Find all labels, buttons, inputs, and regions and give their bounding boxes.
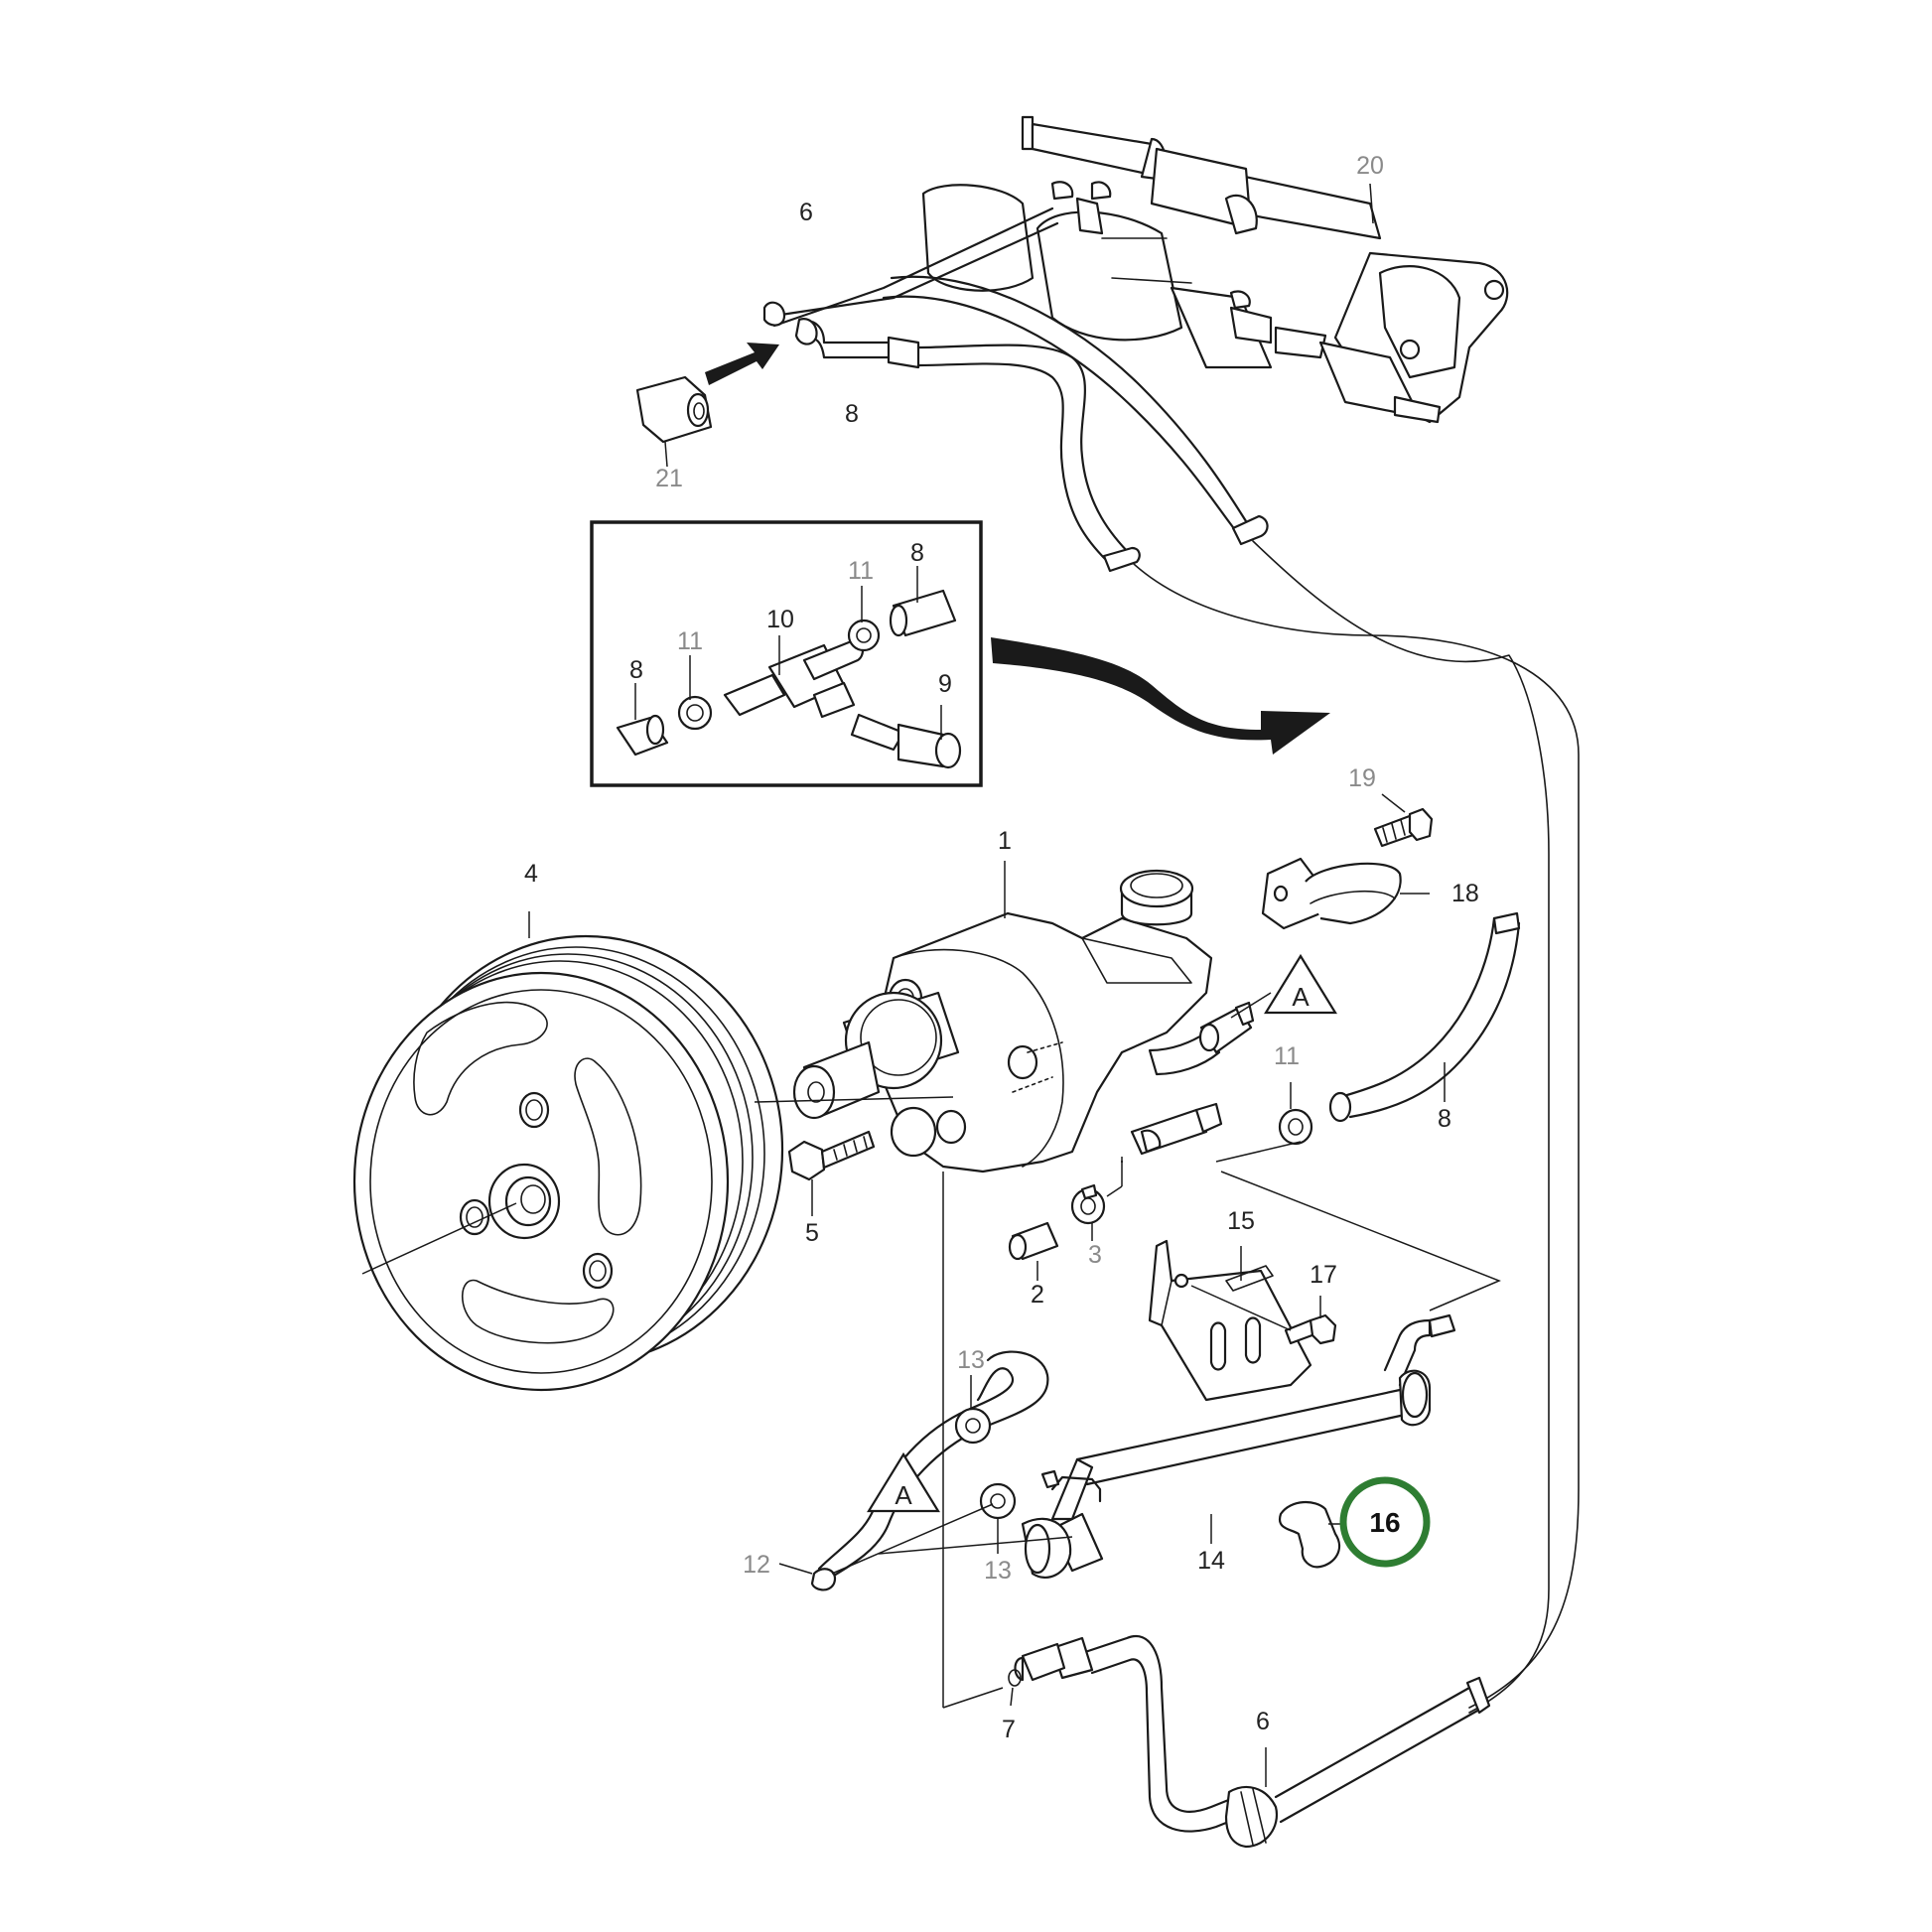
callout-10: 10 [766, 606, 794, 633]
callout-7: 7 [1002, 1716, 1016, 1743]
bolt-17 [1190, 1285, 1337, 1345]
callout-18: 18 [1451, 880, 1479, 907]
return-line-long-inner [1252, 540, 1550, 1714]
marker-a-right-label: A [1292, 982, 1310, 1012]
callout-6-top: 6 [799, 199, 813, 226]
callout-4: 4 [524, 860, 538, 888]
hose-16 [1278, 1501, 1341, 1569]
callout-3: 3 [1088, 1241, 1102, 1269]
hose-8-right [1328, 911, 1521, 1123]
marker-a-left [867, 1451, 940, 1513]
callout-13-bottom: 13 [984, 1557, 1012, 1585]
clamp-13-top [954, 1375, 992, 1445]
callout-9: 9 [938, 670, 952, 698]
callout-11-inset-right: 11 [848, 557, 874, 585]
pipe-14 [1021, 1313, 1456, 1580]
marker-a-right [1230, 953, 1337, 1019]
callout-15: 15 [1227, 1207, 1255, 1235]
callout-16: 16 [1369, 1507, 1400, 1538]
pump-outlet-bolt [942, 1157, 1124, 1709]
marker-a-left-label: A [895, 1480, 912, 1510]
callout-6-bottom: 6 [1256, 1708, 1270, 1735]
connector-2 [1008, 1221, 1059, 1281]
callout-5: 5 [805, 1219, 819, 1247]
big-arrow-icon [991, 637, 1330, 755]
callout-8-right: 8 [1438, 1105, 1451, 1133]
callout-11-pump: 11 [1274, 1042, 1300, 1070]
pressure-pipe-bottom [1008, 1635, 1491, 1849]
callout-11-inset-left: 11 [677, 627, 703, 655]
return-line-long [1133, 563, 1580, 1709]
clamp-11-pump [1278, 1082, 1313, 1146]
callout-1: 1 [998, 827, 1012, 855]
callout-12: 12 [743, 1551, 770, 1579]
pulley-4 [352, 911, 784, 1392]
clamp-3 [1070, 1183, 1106, 1241]
callout-2: 2 [1031, 1281, 1044, 1309]
bolt-19 [1373, 793, 1434, 848]
guide-line-right [1215, 1141, 1501, 1311]
steering-rack [921, 115, 1509, 424]
inset-box [590, 520, 983, 787]
callout-13-top: 13 [957, 1346, 985, 1374]
callout-8-inset-left: 8 [629, 656, 643, 684]
bolt-5 [754, 1096, 954, 1216]
bracket-15 [1148, 1239, 1312, 1402]
highlight-ring [1339, 1476, 1431, 1568]
callout-8-top: 8 [845, 400, 859, 428]
callout-17: 17 [1310, 1261, 1337, 1289]
clamp-13-bottom [979, 1482, 1017, 1554]
highlight-callout-16[interactable]: 16 [1328, 1476, 1431, 1568]
callout-21: 21 [655, 465, 683, 492]
callout-19: 19 [1348, 764, 1376, 792]
guide-line-left [831, 1503, 1073, 1575]
arrow-top-icon [705, 343, 779, 385]
pressure-pipe-top [762, 207, 1269, 573]
callout-20: 20 [1356, 152, 1384, 180]
callout-14: 14 [1197, 1547, 1225, 1575]
bracket-clamp-18 [1261, 857, 1430, 930]
nut-21 [635, 375, 713, 468]
pump-1 [792, 861, 1255, 1173]
callout-8-inset-right: 8 [910, 539, 924, 567]
